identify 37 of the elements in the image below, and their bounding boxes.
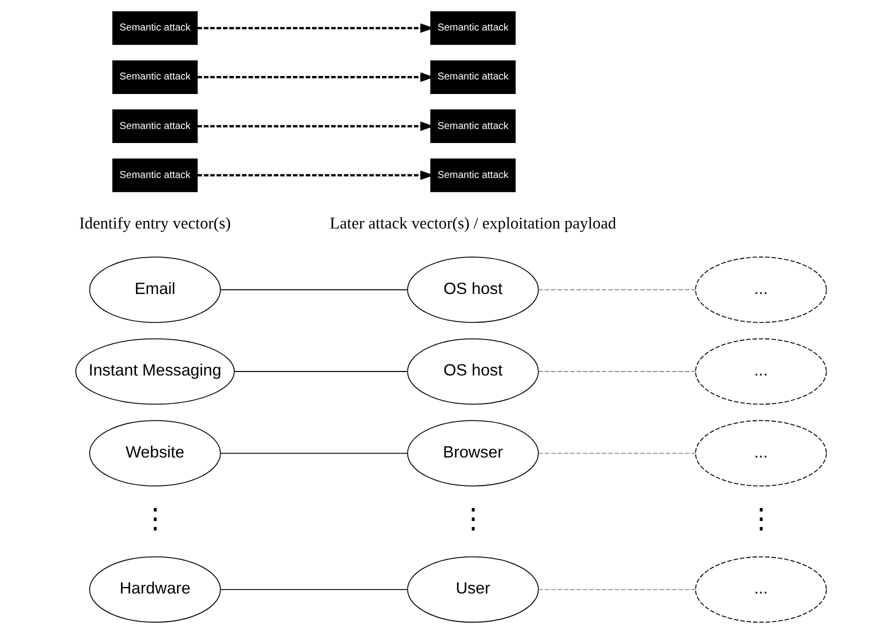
node-ellipse: User bbox=[406, 556, 538, 623]
connector bbox=[538, 289, 696, 290]
node-ellipse: ... bbox=[694, 556, 826, 623]
label: Identify entry vector(s) bbox=[78, 213, 230, 232]
arrow bbox=[197, 121, 434, 131]
node-box: Semantic attack bbox=[112, 158, 198, 192]
connector bbox=[220, 289, 408, 290]
node-box: Semantic attack bbox=[430, 60, 516, 94]
node-ellipse: OS host bbox=[406, 338, 538, 405]
node-ellipse: Hardware bbox=[88, 556, 220, 623]
arrow bbox=[197, 170, 434, 180]
node-ellipse: ... bbox=[694, 420, 826, 486]
node-ellipse: Instant Messaging bbox=[74, 338, 234, 405]
node-box: Semantic attack bbox=[430, 11, 516, 45]
label: ⋮ bbox=[458, 503, 486, 534]
label: ⋮ bbox=[746, 503, 774, 534]
label: Later attack vector(s) / exploitation payload bbox=[329, 213, 616, 232]
node-ellipse: Browser bbox=[406, 420, 538, 486]
connector bbox=[220, 589, 408, 590]
node-ellipse: Website bbox=[88, 420, 220, 486]
node-box: Semantic attack bbox=[112, 109, 198, 144]
arrow bbox=[197, 72, 434, 82]
node-ellipse: ... bbox=[694, 338, 826, 405]
connector bbox=[538, 452, 696, 454]
node-box: Semantic attack bbox=[430, 158, 516, 192]
connector bbox=[538, 371, 696, 372]
node-box: Semantic attack bbox=[112, 60, 198, 94]
label: ⋮ bbox=[141, 503, 168, 534]
connector bbox=[220, 452, 408, 454]
node-ellipse: Email bbox=[88, 256, 220, 323]
arrow bbox=[197, 23, 434, 33]
connector bbox=[234, 371, 408, 372]
node-box: Semantic attack bbox=[430, 109, 516, 144]
node-ellipse: ... bbox=[694, 256, 826, 323]
node-ellipse: OS host bbox=[406, 256, 538, 323]
node-box: Semantic attack bbox=[112, 11, 198, 45]
connector bbox=[538, 589, 696, 590]
